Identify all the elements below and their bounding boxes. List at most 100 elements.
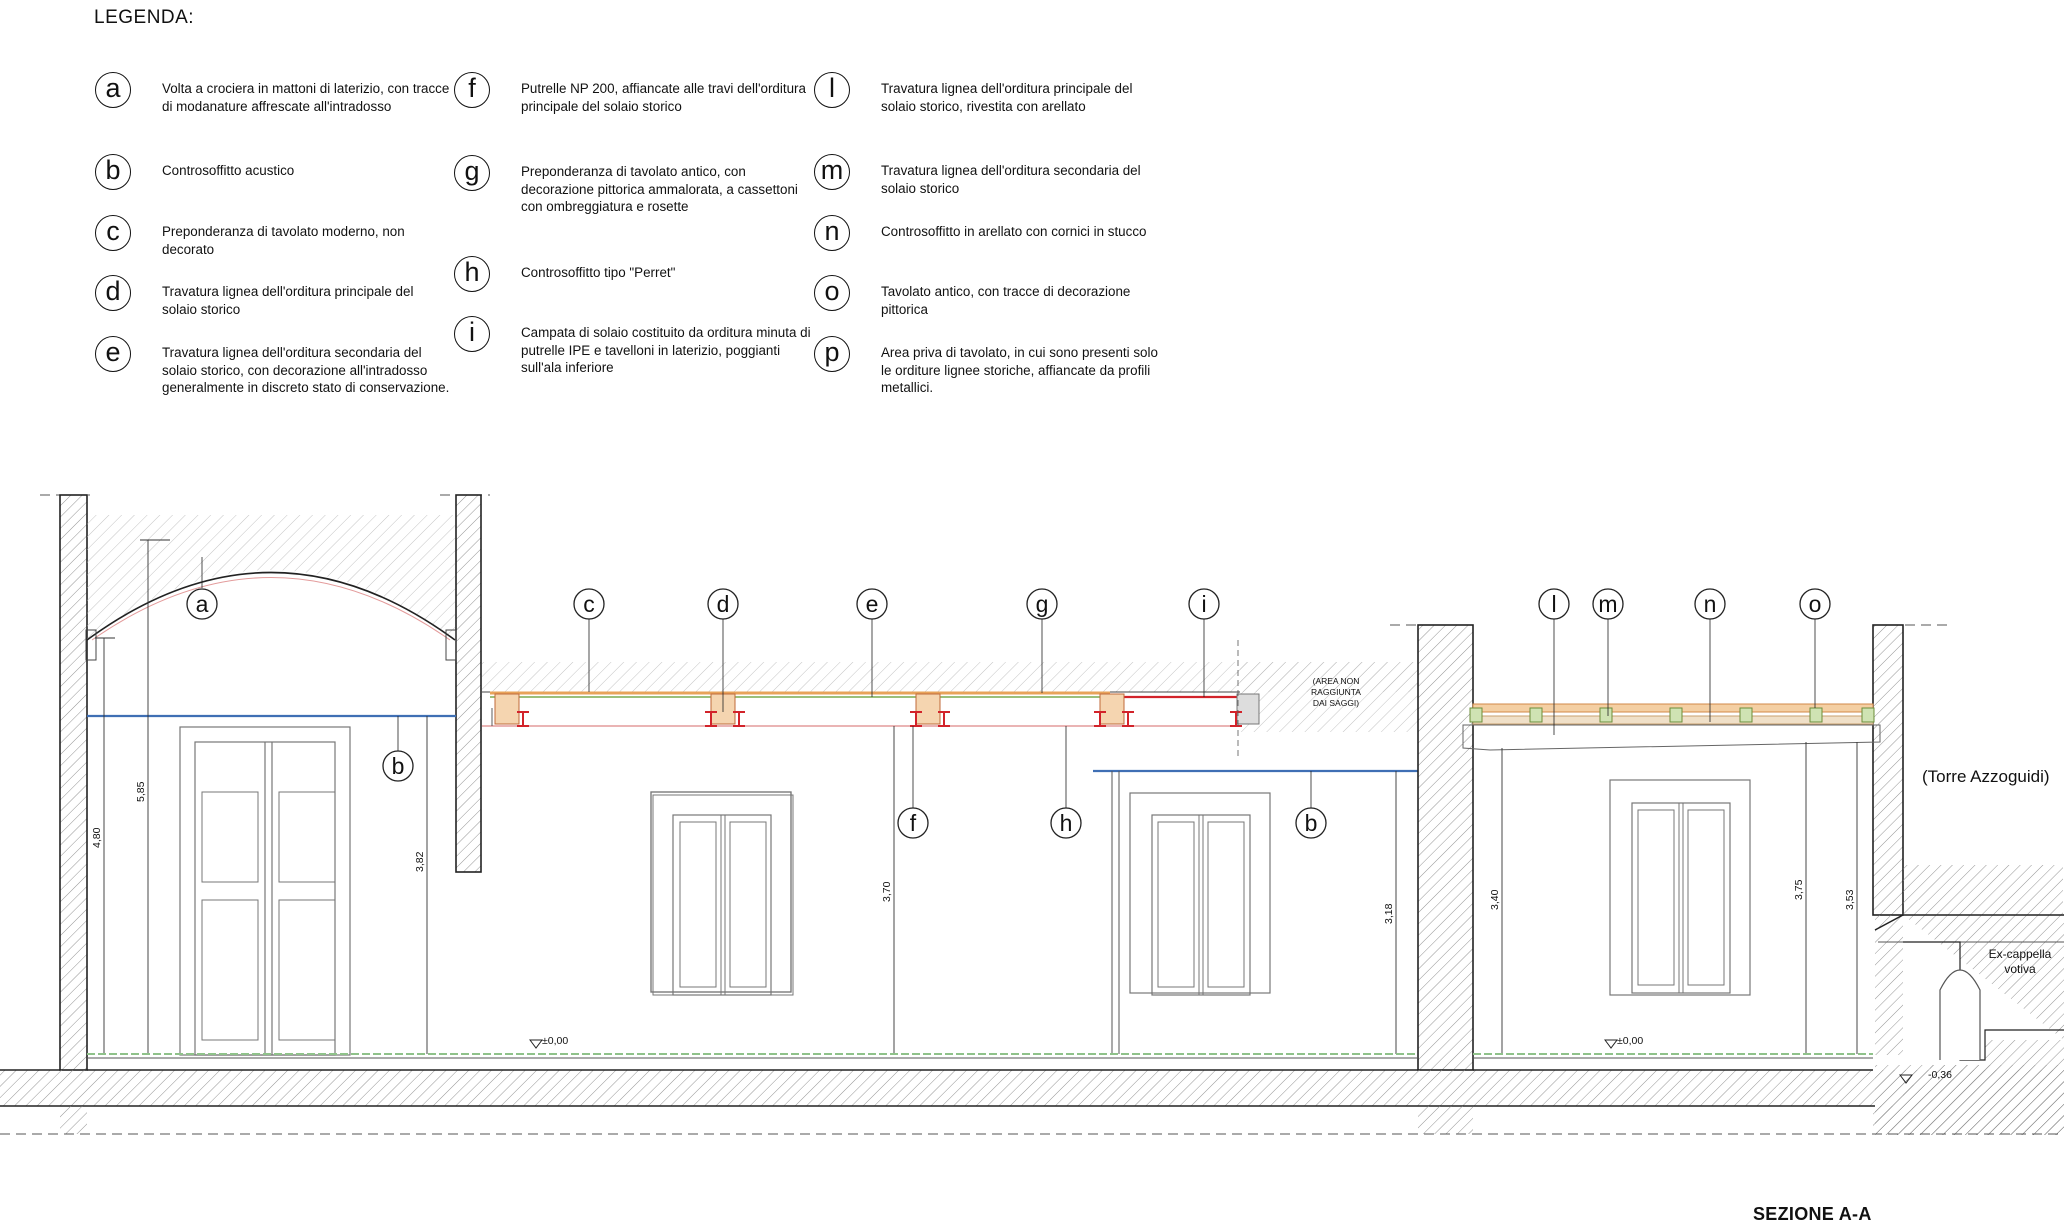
callout-circle-a: [186, 588, 218, 620]
cappella-label-1: Ex-cappella: [1989, 947, 2052, 961]
steel-profiles: [517, 711, 1242, 727]
legend-letter-e: e: [95, 336, 131, 372]
callout-circle-l: [1538, 588, 1570, 620]
level-1: ±0,00: [542, 1035, 568, 1047]
callout-e: e: [866, 591, 879, 617]
level-3: -0,36: [1928, 1069, 1952, 1081]
callout-circle-c: [573, 588, 605, 620]
callout-b2: b: [1305, 810, 1318, 836]
middle-right-wall: [1417, 624, 1474, 1071]
level-2: ±0,00: [1617, 1035, 1643, 1047]
window-middle-right: [1129, 792, 1271, 996]
torre-label: (Torre Azzoguidi): [1922, 767, 2050, 786]
dim-370: 3,70: [881, 881, 893, 902]
dim-480: 4,80: [91, 827, 103, 848]
legend-text-f: Putrelle NP 200, affiancate alle travi d…: [521, 81, 806, 114]
legend-text-b: Controsoffitto acustico: [162, 163, 295, 178]
legend-text-a: Volta a crociera in mattoni di laterizio…: [162, 81, 450, 114]
legend-letter-d: d: [95, 275, 131, 311]
left-room: 5,85 4,80 3,82: [59, 494, 482, 1071]
callout-f: f: [910, 810, 917, 836]
callout-circle-n: [1694, 588, 1726, 620]
legend-text-g: Preponderanza di tavolato antico, con de…: [521, 164, 798, 214]
legend-text-c: Preponderanza di tavolato moderno, non d…: [162, 224, 405, 257]
legend-text-n: Controsoffitto in arellato con cornici i…: [881, 224, 1147, 239]
vault-arch: [86, 571, 456, 641]
cappella-label-2: votiva: [2004, 962, 2036, 976]
area-note-1: (AREA NON: [1313, 676, 1360, 686]
callout-a: a: [196, 591, 209, 617]
legend-letter-f: f: [454, 72, 490, 108]
legend-letter-c: c: [95, 215, 131, 251]
callout-circle-d: [707, 588, 739, 620]
dim-382: 3,82: [414, 851, 426, 872]
middle-room: 3,70 3,18 (AREA NON RAGGIUNTA DAI SAGGI): [482, 640, 1418, 1054]
callouts: [186, 557, 1831, 839]
area-note-3: DAI SAGGI): [1313, 698, 1359, 708]
legend-text-o: Tavolato antico, con tracce di decorazio…: [881, 284, 1131, 317]
legend-letter-h: h: [454, 256, 490, 292]
callout-d: d: [717, 591, 730, 617]
dim-318: 3,18: [1383, 903, 1395, 924]
callout-i: i: [1201, 591, 1206, 617]
left-capital: [85, 629, 97, 661]
legend-text-i: Campata di solaio costituito da orditura…: [521, 325, 811, 375]
callout-circle-g: [1026, 588, 1058, 620]
callout-circle-f: [897, 807, 929, 839]
vault-arch-inner: [91, 577, 451, 641]
callout-n: n: [1704, 591, 1717, 617]
callout-circle-b1: [382, 750, 414, 782]
window-middle-left: [650, 791, 794, 996]
callout-b1: b: [392, 753, 405, 779]
legend-letter-a: a: [95, 72, 131, 108]
legend-letter-l: l: [814, 72, 850, 108]
window-right: [1609, 779, 1751, 996]
arellato-ceiling: [1462, 724, 1881, 751]
right-capital: [445, 629, 457, 661]
legend-text-p: Area priva di tavolato, in cui sono pres…: [881, 345, 1158, 395]
dim-585: 5,85: [135, 781, 147, 802]
callout-circle-b2: [1295, 807, 1327, 839]
legend-letter-m: m: [814, 154, 850, 190]
callout-l: l: [1551, 591, 1556, 617]
main-beams: [494, 693, 1260, 725]
door-left: [179, 726, 351, 1056]
legend-letter-g: g: [454, 155, 490, 191]
floor-slab: ±0,00 ±0,00 -0,36: [0, 1035, 2064, 1135]
callout-circle-o: [1799, 588, 1831, 620]
right-secondary-beams: [1469, 707, 1875, 723]
area-note-2: RAGGIUNTA: [1311, 687, 1361, 697]
callout-circle-h: [1050, 807, 1082, 839]
right-room: 3,40 3,75 3,53: [1417, 624, 1904, 1071]
legend-letter-n: n: [814, 215, 850, 251]
area-not-reached-fill: [1240, 662, 1418, 732]
legend-letter-p: p: [814, 336, 850, 372]
right-wall: [1872, 624, 1904, 916]
section-title: SEZIONE A-A: [1753, 1204, 1872, 1224]
legend-text-e: Travatura lignea dell'orditura secondari…: [162, 345, 450, 395]
legend-letter-b: b: [95, 154, 131, 190]
callout-g: g: [1036, 591, 1049, 617]
legend-letter-o: o: [814, 275, 850, 311]
legend-text-l: Travatura lignea dell'orditura principal…: [881, 81, 1133, 114]
callout-c: c: [583, 591, 595, 617]
vault-fill: [87, 515, 455, 640]
callout-circle-e: [856, 588, 888, 620]
legend-letter-i: i: [454, 316, 490, 352]
callout-circle-m: [1592, 588, 1624, 620]
legend-title: LEGENDA:: [94, 7, 195, 28]
legend-text-m: Travatura lignea dell'orditura secondari…: [881, 163, 1141, 196]
callout-h: h: [1060, 810, 1073, 836]
callout-o: o: [1809, 591, 1822, 617]
legend-text-h: Controsoffitto tipo "Perret": [521, 265, 676, 280]
callout-labels: a b c d e g i f h b l m n o: [196, 591, 1822, 836]
callout-circle-i: [1188, 588, 1220, 620]
left-outer-wall: [59, 494, 88, 1071]
dim-375: 3,75: [1793, 879, 1805, 900]
legend-text-d: Travatura lignea dell'orditura principal…: [162, 284, 414, 317]
left-partition-wall: [455, 494, 482, 873]
callout-m: m: [1598, 591, 1617, 617]
dim-353: 3,53: [1844, 889, 1856, 910]
dim-340: 3,40: [1489, 889, 1501, 910]
